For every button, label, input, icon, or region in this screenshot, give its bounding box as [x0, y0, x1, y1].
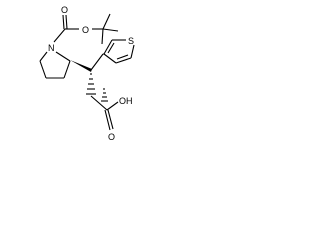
bond-carbonyl-o-2: [65, 14, 68, 30]
bond-c2-c3: [63, 60, 71, 79]
atom-oxygen-acid-carbonyl: O: [108, 132, 115, 142]
hash-bond-to-acid-ch2: [101, 88, 108, 102]
bond-tbu-me2: [102, 28, 119, 32]
pyrrolidine-ring: [39, 51, 71, 79]
bond-ch2-cooh: [90, 95, 108, 111]
bond-tbu-me3: [101, 28, 104, 45]
bond-c4-c5: [39, 60, 47, 79]
atom-nitrogen: N: [48, 43, 55, 53]
bond-th-c5-c4: [115, 57, 132, 64]
bond-th-c5-c4-inner: [116, 54, 129, 60]
bond-n-c2: [55, 51, 71, 62]
carboxylic-acid: [90, 95, 119, 131]
bond-cooh-o-1: [104, 109, 111, 131]
wedge-bond-c2-chiral: [70, 60, 92, 72]
bond-th-c3-c2: [103, 39, 113, 55]
bond-cooh-oh: [106, 101, 119, 111]
chemical-structure: N O O S O OH: [39, 5, 135, 142]
structure-canvas: N O O S O OH: [0, 0, 177, 154]
bond-tbu-me1: [102, 13, 111, 30]
bond-n-carbonyl: [53, 28, 66, 43]
atom-hydroxyl-acid: OH: [119, 96, 133, 106]
bond-th-c4-c3: [103, 53, 117, 64]
atom-oxygen-carbonyl: O: [61, 5, 68, 15]
bond-carbonyl-o-1: [62, 14, 65, 30]
bond-c5-n: [39, 51, 48, 62]
bond-chiral-ch2: [90, 53, 104, 71]
atom-oxygen-ester: O: [82, 25, 89, 35]
thiophene-ring: [90, 39, 135, 71]
atom-sulfur: S: [128, 36, 134, 46]
bond-th-c3-c2-inner: [107, 42, 115, 54]
boc-group: [53, 13, 119, 45]
hash-bond-chiral-acid: [86, 73, 96, 95]
bond-cooh-o-2: [107, 109, 114, 130]
bond-th-s-c5: [130, 44, 135, 59]
